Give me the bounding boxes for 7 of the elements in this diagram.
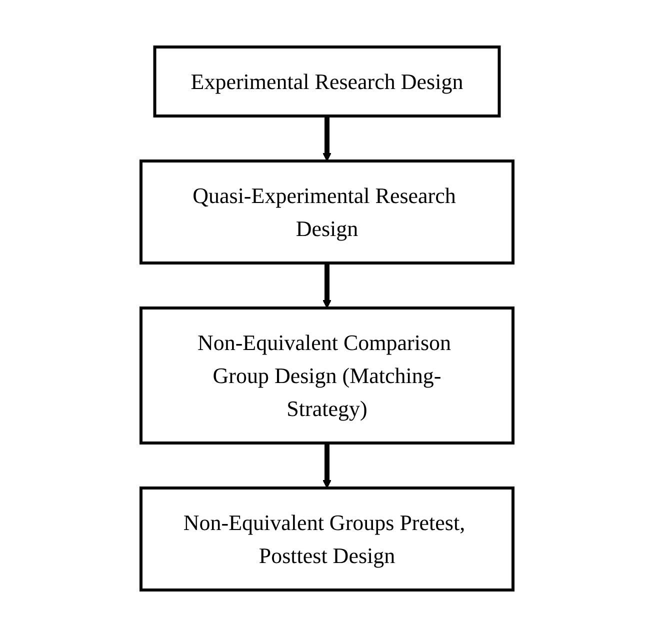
arrow <box>322 263 332 308</box>
node-box: Non-Equivalent Groups Pretest, Posttest Design <box>140 486 514 592</box>
node-box: Quasi-Experimental Research Design <box>140 160 514 264</box>
arrow <box>322 116 332 162</box>
arrow <box>322 443 332 488</box>
node-box: Non-Equivalent Comparison Group Design (Matching-Strategy) <box>140 306 514 444</box>
node-box: Experimental Research Design <box>153 46 501 118</box>
